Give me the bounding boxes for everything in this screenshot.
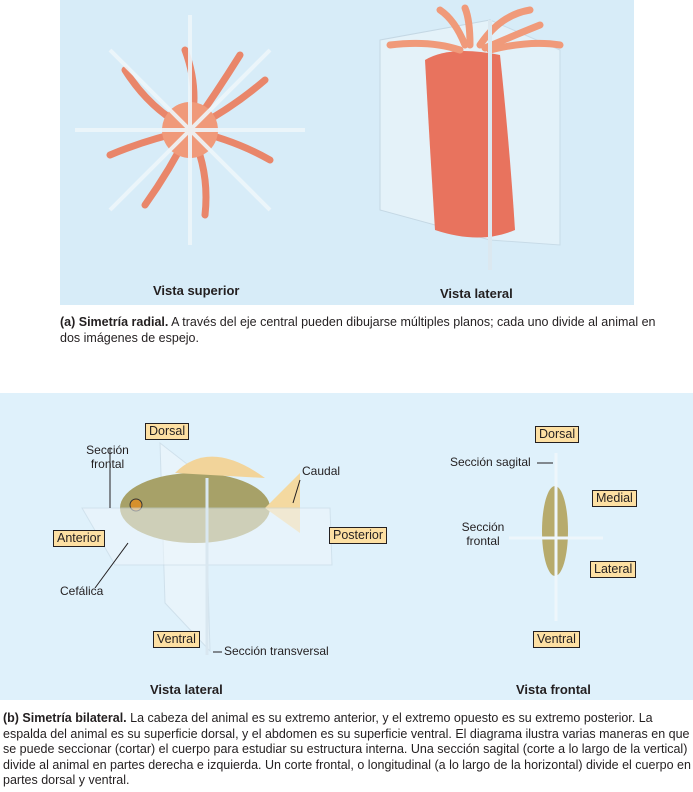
caption-bilateral: (b) Simetría bilateral. La cabeza del an… — [3, 711, 691, 787]
seccion-frontal-label: Sección frontal — [86, 443, 129, 471]
fish-lateral — [81, 441, 333, 655]
radial-illustration — [75, 4, 564, 270]
bilateral-symmetry-figure: Dorsal Ventral Anterior Posterior Secció… — [0, 393, 693, 700]
seccion-transversal-label: Sección transversal — [224, 644, 329, 658]
bilateral-illustration — [81, 441, 603, 655]
seccion-frontal-frontal-label: Sección frontal — [461, 520, 505, 548]
ventral-arrow-frontal: Ventral — [533, 631, 580, 648]
view-lateral-label: Vista lateral — [150, 682, 223, 697]
medial-arrow: Medial — [592, 490, 637, 507]
fish-frontal — [509, 453, 603, 621]
dorsal-arrow-frontal: Dorsal — [535, 426, 580, 443]
radial-symmetry-figure: Vista superior Vista lateral — [60, 0, 634, 305]
caption-radial: (a) Simetría radial. A través del eje ce… — [60, 315, 656, 345]
posterior-arrow: Posterior — [329, 527, 388, 544]
lateral-arrow: Lateral — [590, 561, 637, 578]
cefalica-label: Cefálica — [60, 584, 104, 598]
sea-star-top-view — [75, 15, 305, 245]
seccion-sagital-label: Sección sagital — [450, 455, 531, 469]
caudal-label: Caudal — [302, 464, 341, 478]
view-side-label: Vista lateral — [440, 286, 513, 301]
ventral-arrow-lateral: Ventral — [153, 631, 200, 648]
view-top-label: Vista superior — [153, 283, 240, 298]
sea-anemone-side-view — [379, 4, 564, 270]
view-frontal-label: Vista frontal — [516, 682, 591, 697]
dorsal-arrow-lateral: Dorsal — [145, 423, 190, 440]
anterior-arrow: Anterior — [53, 530, 105, 547]
